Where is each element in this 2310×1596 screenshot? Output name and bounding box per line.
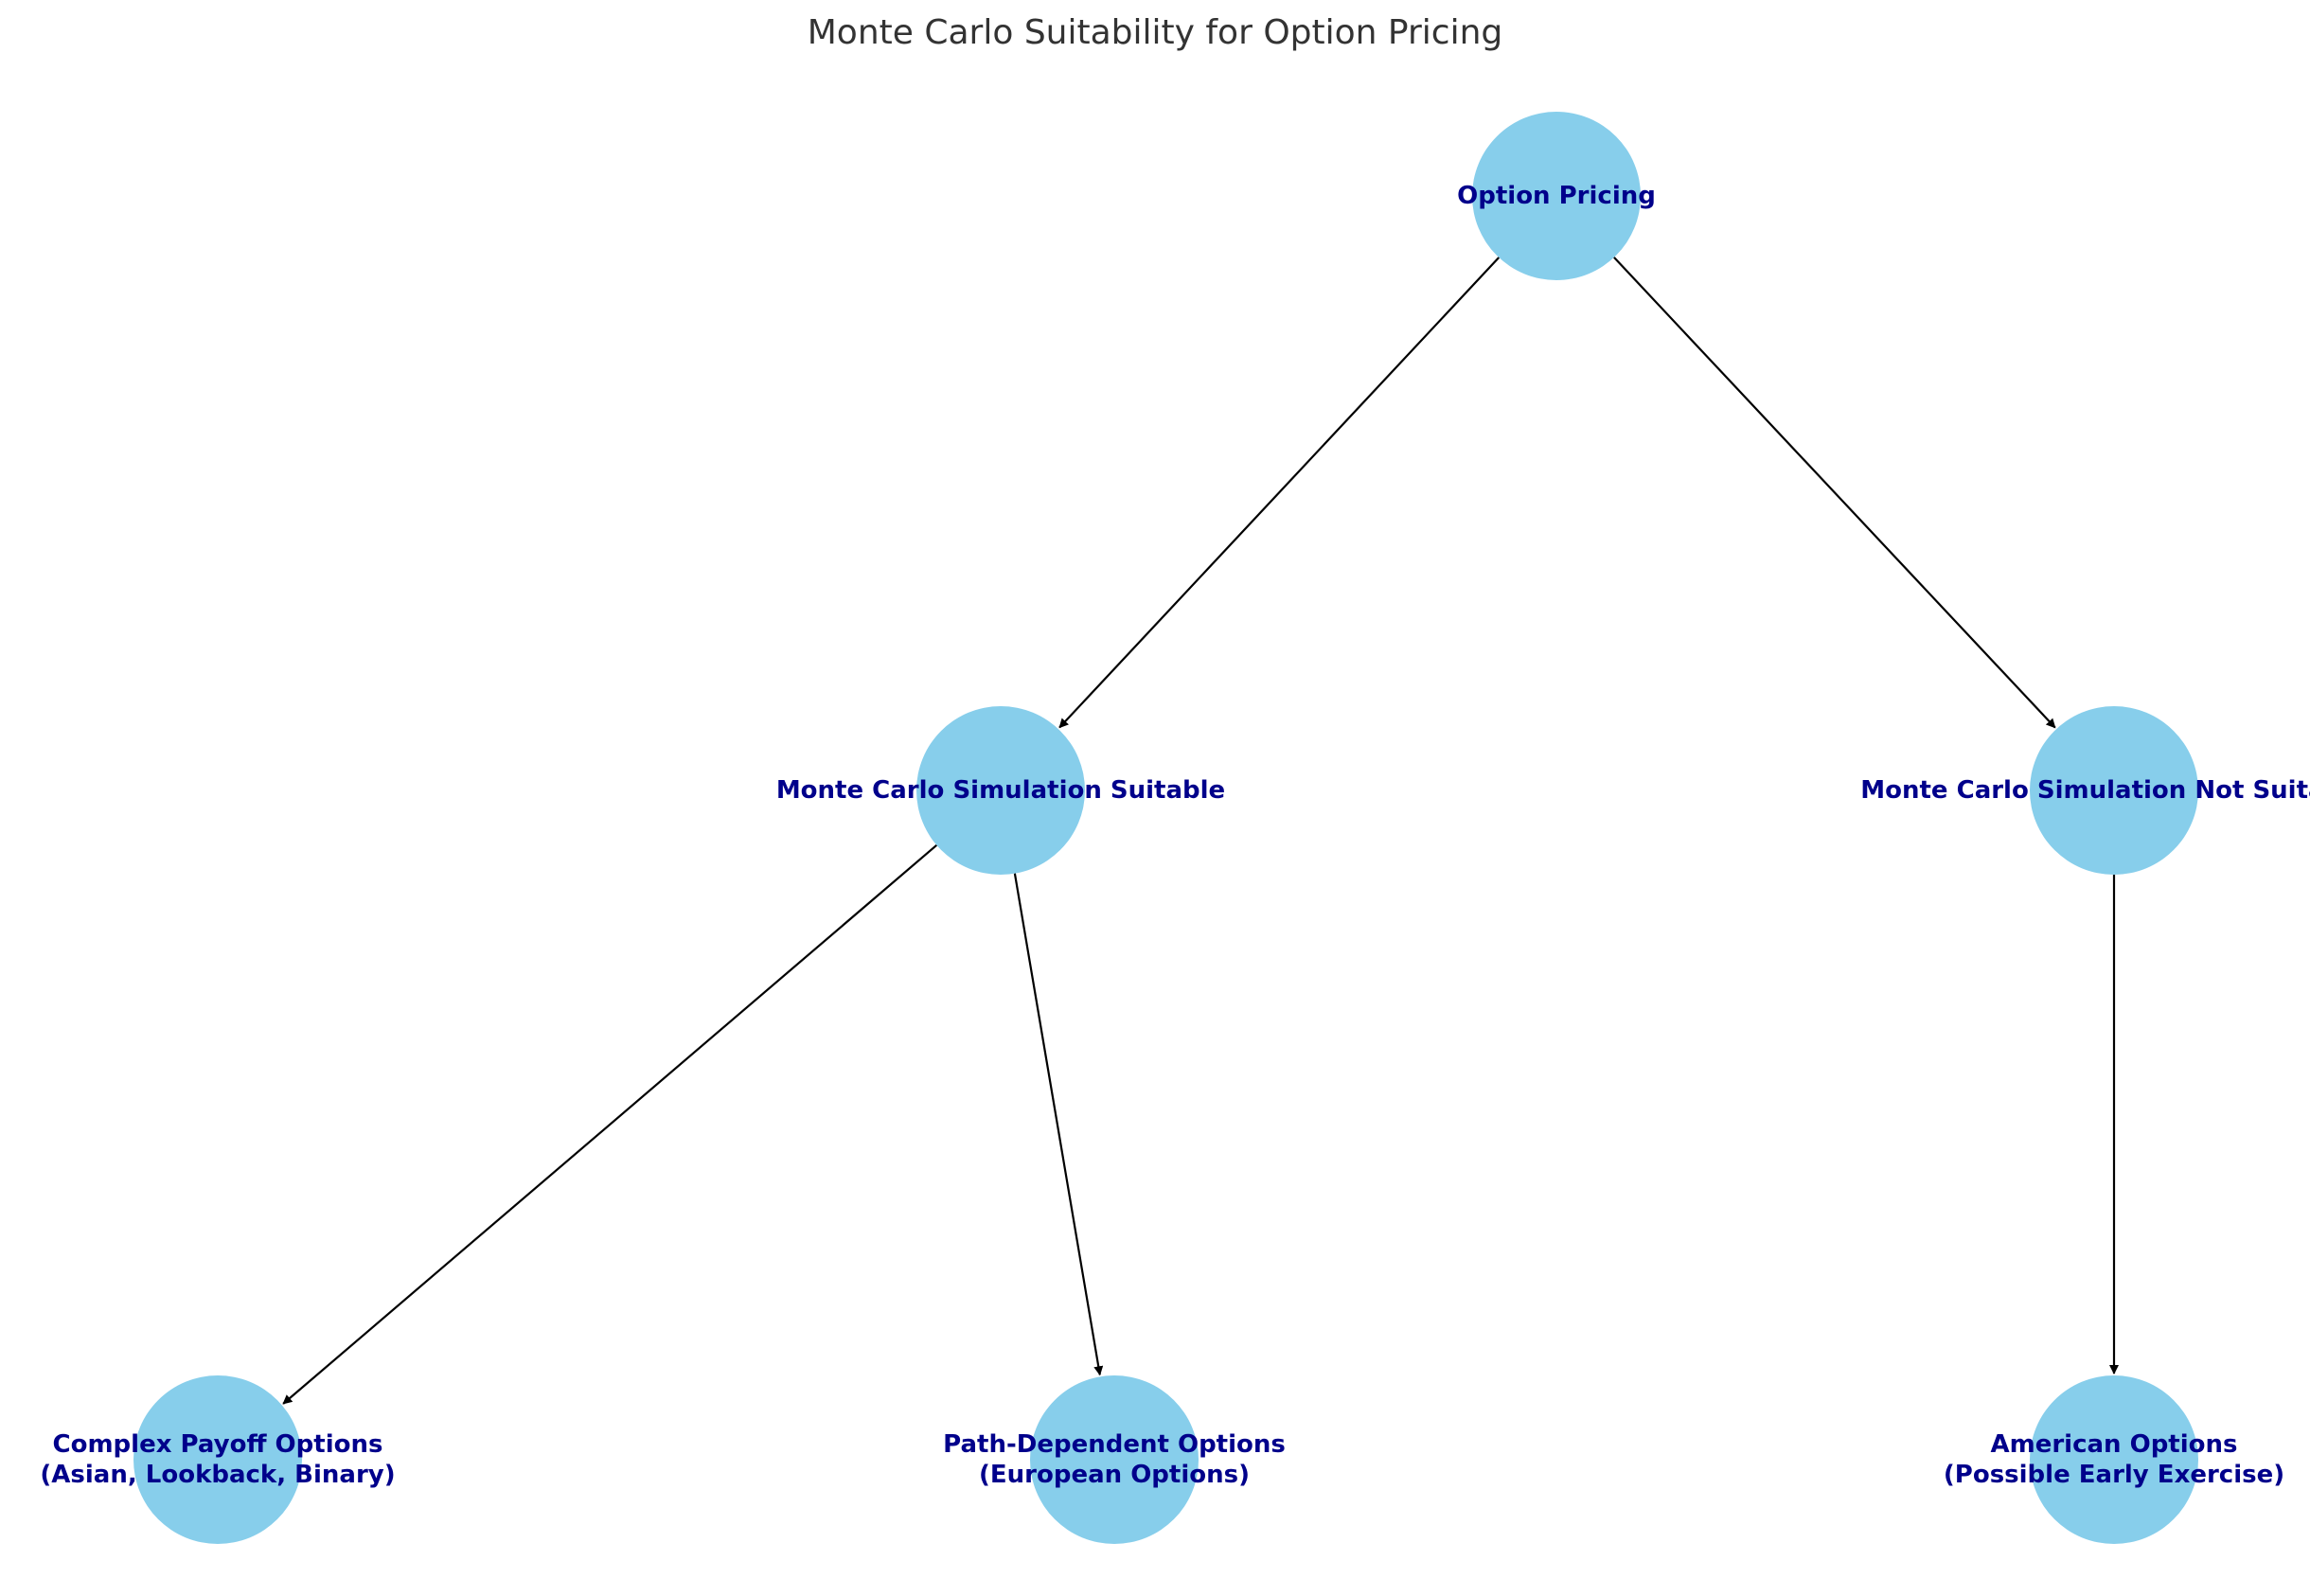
edges-layer bbox=[282, 257, 2119, 1405]
node-circle-option-pricing bbox=[1472, 112, 1641, 280]
node-circle-mc-not-suitable bbox=[2030, 706, 2198, 875]
node-label-option-pricing-line-0: Option Pricing bbox=[1457, 182, 1656, 210]
node-mc-suitable: Monte Carlo Simulation Suitable bbox=[776, 706, 1225, 875]
node-american: American Options(Possible Early Exercise… bbox=[1944, 1375, 2284, 1544]
edge-mc-suitable-to-path-dependent bbox=[1013, 873, 1104, 1376]
node-label-complex-payoff-line-0: Complex Payoff Options bbox=[53, 1430, 383, 1459]
node-label-path-dependent-line-1: (European Options) bbox=[979, 1461, 1250, 1489]
node-label-complex-payoff-line-1: (Asian, Lookback, Binary) bbox=[40, 1461, 395, 1489]
diagram-title: Monte Carlo Suitability for Option Prici… bbox=[807, 13, 1503, 52]
edge-mc-suitable-to-complex-payoff bbox=[282, 843, 938, 1405]
node-complex-payoff: Complex Payoff Options(Asian, Lookback, … bbox=[40, 1375, 396, 1544]
node-label-american-line-0: American Options bbox=[1990, 1430, 2237, 1459]
node-circle-complex-payoff bbox=[133, 1375, 302, 1544]
node-path-dependent: Path-Dependent Options(European Options) bbox=[943, 1375, 1286, 1544]
node-label-mc-not-suitable-line-0: Monte Carlo Simulation Not Suitable bbox=[1860, 776, 2310, 805]
node-mc-not-suitable: Monte Carlo Simulation Not Suitable bbox=[1860, 706, 2310, 875]
node-label-path-dependent-line-0: Path-Dependent Options bbox=[943, 1430, 1286, 1459]
node-option-pricing: Option Pricing bbox=[1457, 112, 1656, 280]
edge-option-pricing-to-mc-suitable bbox=[1058, 257, 1501, 729]
node-label-american-line-1: (Possible Early Exercise) bbox=[1944, 1461, 2284, 1489]
edge-option-pricing-to-mc-not-suitable bbox=[1613, 257, 2056, 729]
node-circle-path-dependent bbox=[1030, 1375, 1199, 1544]
node-label-mc-suitable-line-0: Monte Carlo Simulation Suitable bbox=[776, 776, 1225, 805]
node-circle-american bbox=[2030, 1375, 2198, 1544]
node-circle-mc-suitable bbox=[916, 706, 1085, 875]
